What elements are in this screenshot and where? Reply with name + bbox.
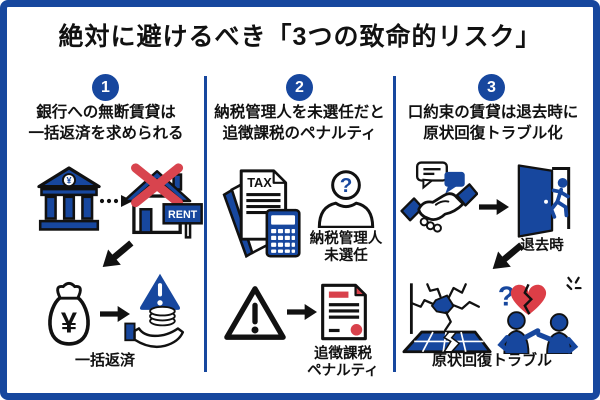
risk-2-middle-label-line2: 未選任 (324, 248, 368, 264)
right-arrow-icon (479, 198, 509, 216)
risk-1-bottom-label: 一括返済 (74, 352, 135, 369)
quarrel-icon: ? (488, 276, 582, 354)
down-left-arrow-icon (487, 242, 527, 270)
risk-2-heading: 納税管理人を未選任だと 追徴課税のペナルティ (207, 102, 392, 144)
risk-3-number: 3 (487, 78, 496, 96)
risk-1-heading-line2: 一括返済を求められる (28, 125, 184, 142)
risk-3-middle-label: 退去時 (520, 238, 564, 254)
cracked-wall-icon (402, 281, 492, 355)
risk-3-heading-line2: 原状回復トラブル化 (423, 125, 563, 142)
hand-coins-icon (124, 300, 186, 352)
house-crossed-rent-icon: RENT (120, 163, 204, 239)
bank-icon: ¥ (37, 166, 101, 234)
risk-3-bottom-label: 原状回復トラブル (431, 352, 552, 369)
money-bag-icon: ¥ (40, 276, 98, 348)
risk-2-heading-line1: 納税管理人を未選任だと (214, 104, 385, 121)
risk-3-heading-line1: 口約束の賃貸は退去時に (407, 104, 579, 121)
risk-2-middle-label: 納税管理人 未選任 (296, 231, 396, 265)
risk-1-number-badge: 1 (92, 74, 119, 101)
risk-2-bottom-label-line2: ペナルティ (307, 363, 379, 379)
quarrel-question-mark: ? (498, 281, 515, 312)
handshake-speech-icon (400, 160, 478, 240)
risk-2-bottom-label: 追徴課税 ペナルティ (300, 346, 386, 380)
risk-2-middle-label-line1: 納税管理人 (309, 231, 383, 247)
exit-door-icon (512, 164, 574, 238)
right-arrow-icon (287, 303, 317, 321)
risk-2-number-badge: 2 (286, 74, 313, 101)
risk-2-heading-line2: 追徴課税のペナルティ (222, 125, 377, 142)
penalty-document-icon (320, 280, 368, 344)
risk-1-number: 1 (101, 78, 110, 96)
tax-documents-calculator-icon: TAX (219, 164, 301, 258)
down-left-arrow-icon (97, 240, 137, 268)
risk-2-number: 2 (295, 78, 304, 96)
page-title: 絶対に避けるべき「3つの致命的リスク」 (58, 23, 542, 51)
tax-text: TAX (247, 175, 272, 190)
risk-2-bottom-label-line1: 追徴課税 (314, 346, 372, 362)
rent-sign-text: RENT (168, 209, 198, 221)
warning-triangle-outline-icon (224, 284, 286, 342)
right-arrow-icon (100, 305, 130, 323)
risk-1-heading-line1: 銀行への無断賃貸は (36, 104, 176, 121)
bag-currency-symbol: ¥ (61, 307, 77, 339)
person-question-mark: ? (340, 174, 353, 197)
broken-heart-icon (510, 284, 547, 315)
risk-3-number-badge: 3 (478, 74, 505, 101)
column-divider-2 (393, 76, 396, 372)
bank-currency-symbol: ¥ (67, 176, 72, 186)
risk-3-heading: 口約束の賃貸は退去時に 原状回復トラブル化 (396, 102, 590, 144)
warning-triangle-blue-icon (138, 271, 182, 311)
unknown-person-icon: ? (315, 168, 377, 228)
risk-1-heading: 銀行への無断賃貸は 一括返済を求められる (10, 102, 202, 144)
column-divider-1 (204, 76, 207, 372)
